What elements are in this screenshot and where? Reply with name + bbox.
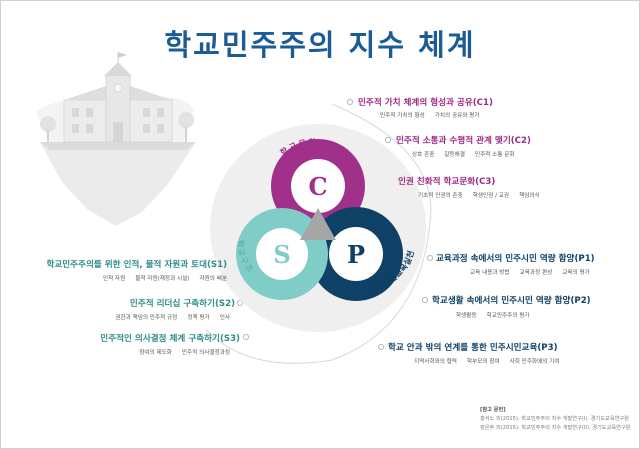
p3-subs: 지역사회와의 협력 학부모의 참여 사회 민주화에의 기여 — [414, 357, 569, 365]
p3-title: 학교 안과 밖의 연계를 통한 민주시민교육(P3) — [388, 343, 558, 353]
c2-sub-1: 상호 존중 — [412, 152, 435, 158]
s2-title: 민주적 리더십 구축하기(S2) — [129, 299, 235, 309]
c1-sub-2: 가치의 공유와 평가 — [434, 113, 480, 119]
p1-sub-3: 교육의 평가 — [562, 270, 590, 276]
reference-2: 장은주 외(2015). 학교민주주의 지수 개발연구(II). 경기도교육연구… — [480, 425, 631, 431]
letter-p: P — [347, 240, 365, 269]
c3-sub-3: 책임의식 — [519, 193, 540, 199]
letter-c: C — [308, 172, 327, 201]
c3-subs: 기초적 인권의 존중 학생인권 / 교권 책임의식 — [418, 191, 550, 199]
center-triangle — [300, 208, 336, 240]
s2-sub-3: 인사 — [219, 315, 230, 321]
p2-subs: 학생활동 학교민주주의 평가 — [456, 311, 540, 319]
s1-subs: 인적 자원 물적 자원(재정과 시설) 자원의 배분 — [93, 274, 227, 282]
page-title: 학교민주주의 지수 체계 — [164, 28, 476, 62]
c1-subs: 민주적 가치의 형성 가치의 공유와 평가 — [380, 111, 489, 119]
reference-1: 홍석노 외(2015). 학교민주주의 지수 개발연구(I). 경기도교육연구원 — [480, 416, 629, 422]
p1-subs: 교육 내용과 방법 교육과정 편성 교육의 평가 — [470, 268, 600, 276]
references-heading: [참고 문헌] — [480, 407, 506, 413]
c2-sub-2: 갈등해결 — [444, 152, 465, 158]
p1-sub-2: 교육과정 편성 — [519, 270, 553, 276]
floating-island-icon — [40, 142, 196, 226]
ring-p — [309, 207, 403, 301]
ring-s — [236, 208, 328, 300]
s2-subs: 권한과 책임의 민주적 규정 정책 평가 인사 — [105, 313, 230, 321]
s3-subs: 참여의 제도화 민주적 의사결정과정 — [129, 348, 230, 356]
tree-icon — [40, 112, 194, 142]
s1-sub-3: 자원의 배분 — [199, 276, 227, 282]
p1-title: 교육과정 속에서의 민주시민 역량 함양(P1) — [436, 254, 595, 264]
c3-title: 인권 친화적 학교문화(C3) — [398, 177, 496, 187]
s3-sub-2: 민주적 의사결정과정 — [181, 350, 230, 356]
c2-sub-3: 민주적 소통 문화 — [474, 152, 515, 158]
p3-sub-2: 학부모의 참여 — [466, 359, 500, 365]
p2-title: 학교생활 속에서의 민주시민 역량 함양(P2) — [432, 296, 591, 306]
s2-sub-2: 정책 평가 — [187, 315, 210, 321]
p3-sub-1: 지역사회와의 협력 — [414, 359, 457, 365]
s1-sub-1: 인적 자원 — [102, 276, 126, 282]
s1-sub-2: 물적 자원(재정과 시설) — [135, 276, 190, 282]
s3-title: 민주적인 의사결정 체계 구축하기(S3) — [100, 334, 240, 344]
c2-subs: 상호 존중 갈등해결 민주적 소통 문화 — [412, 150, 525, 158]
s2-sub-1: 권한과 책임의 민주적 규정 — [115, 315, 178, 321]
p3-sub-3: 사회 민주화에의 기여 — [509, 359, 560, 365]
c3-sub-1: 기초적 인권의 존중 — [418, 193, 463, 199]
p1-sub-1: 교육 내용과 방법 — [470, 270, 510, 276]
c3-sub-2: 학생인권 / 교권 — [472, 193, 510, 199]
s1-title: 학교민주주의를 위한 인적, 물적 자원과 토대(S1) — [46, 260, 227, 270]
c1-sub-1: 민주적 가치의 형성 — [380, 113, 425, 119]
c2-title: 민주적 소통과 수평적 관계 맺기(C2) — [396, 136, 531, 146]
connector-arc — [205, 103, 432, 364]
school-illustration — [36, 52, 196, 226]
p2-sub-2: 학교민주주의 평가 — [486, 313, 530, 319]
school-building-icon — [63, 52, 173, 143]
c1-title: 민주적 가치 체계의 형성과 공유(C1) — [358, 98, 493, 108]
letter-s: S — [273, 240, 290, 269]
references: [참고 문헌] 홍석노 외(2015). 학교민주주의 지수 개발연구(I). … — [480, 406, 630, 433]
p2-sub-1: 학생활동 — [456, 313, 477, 319]
s3-sub-1: 참여의 제도화 — [139, 350, 172, 356]
